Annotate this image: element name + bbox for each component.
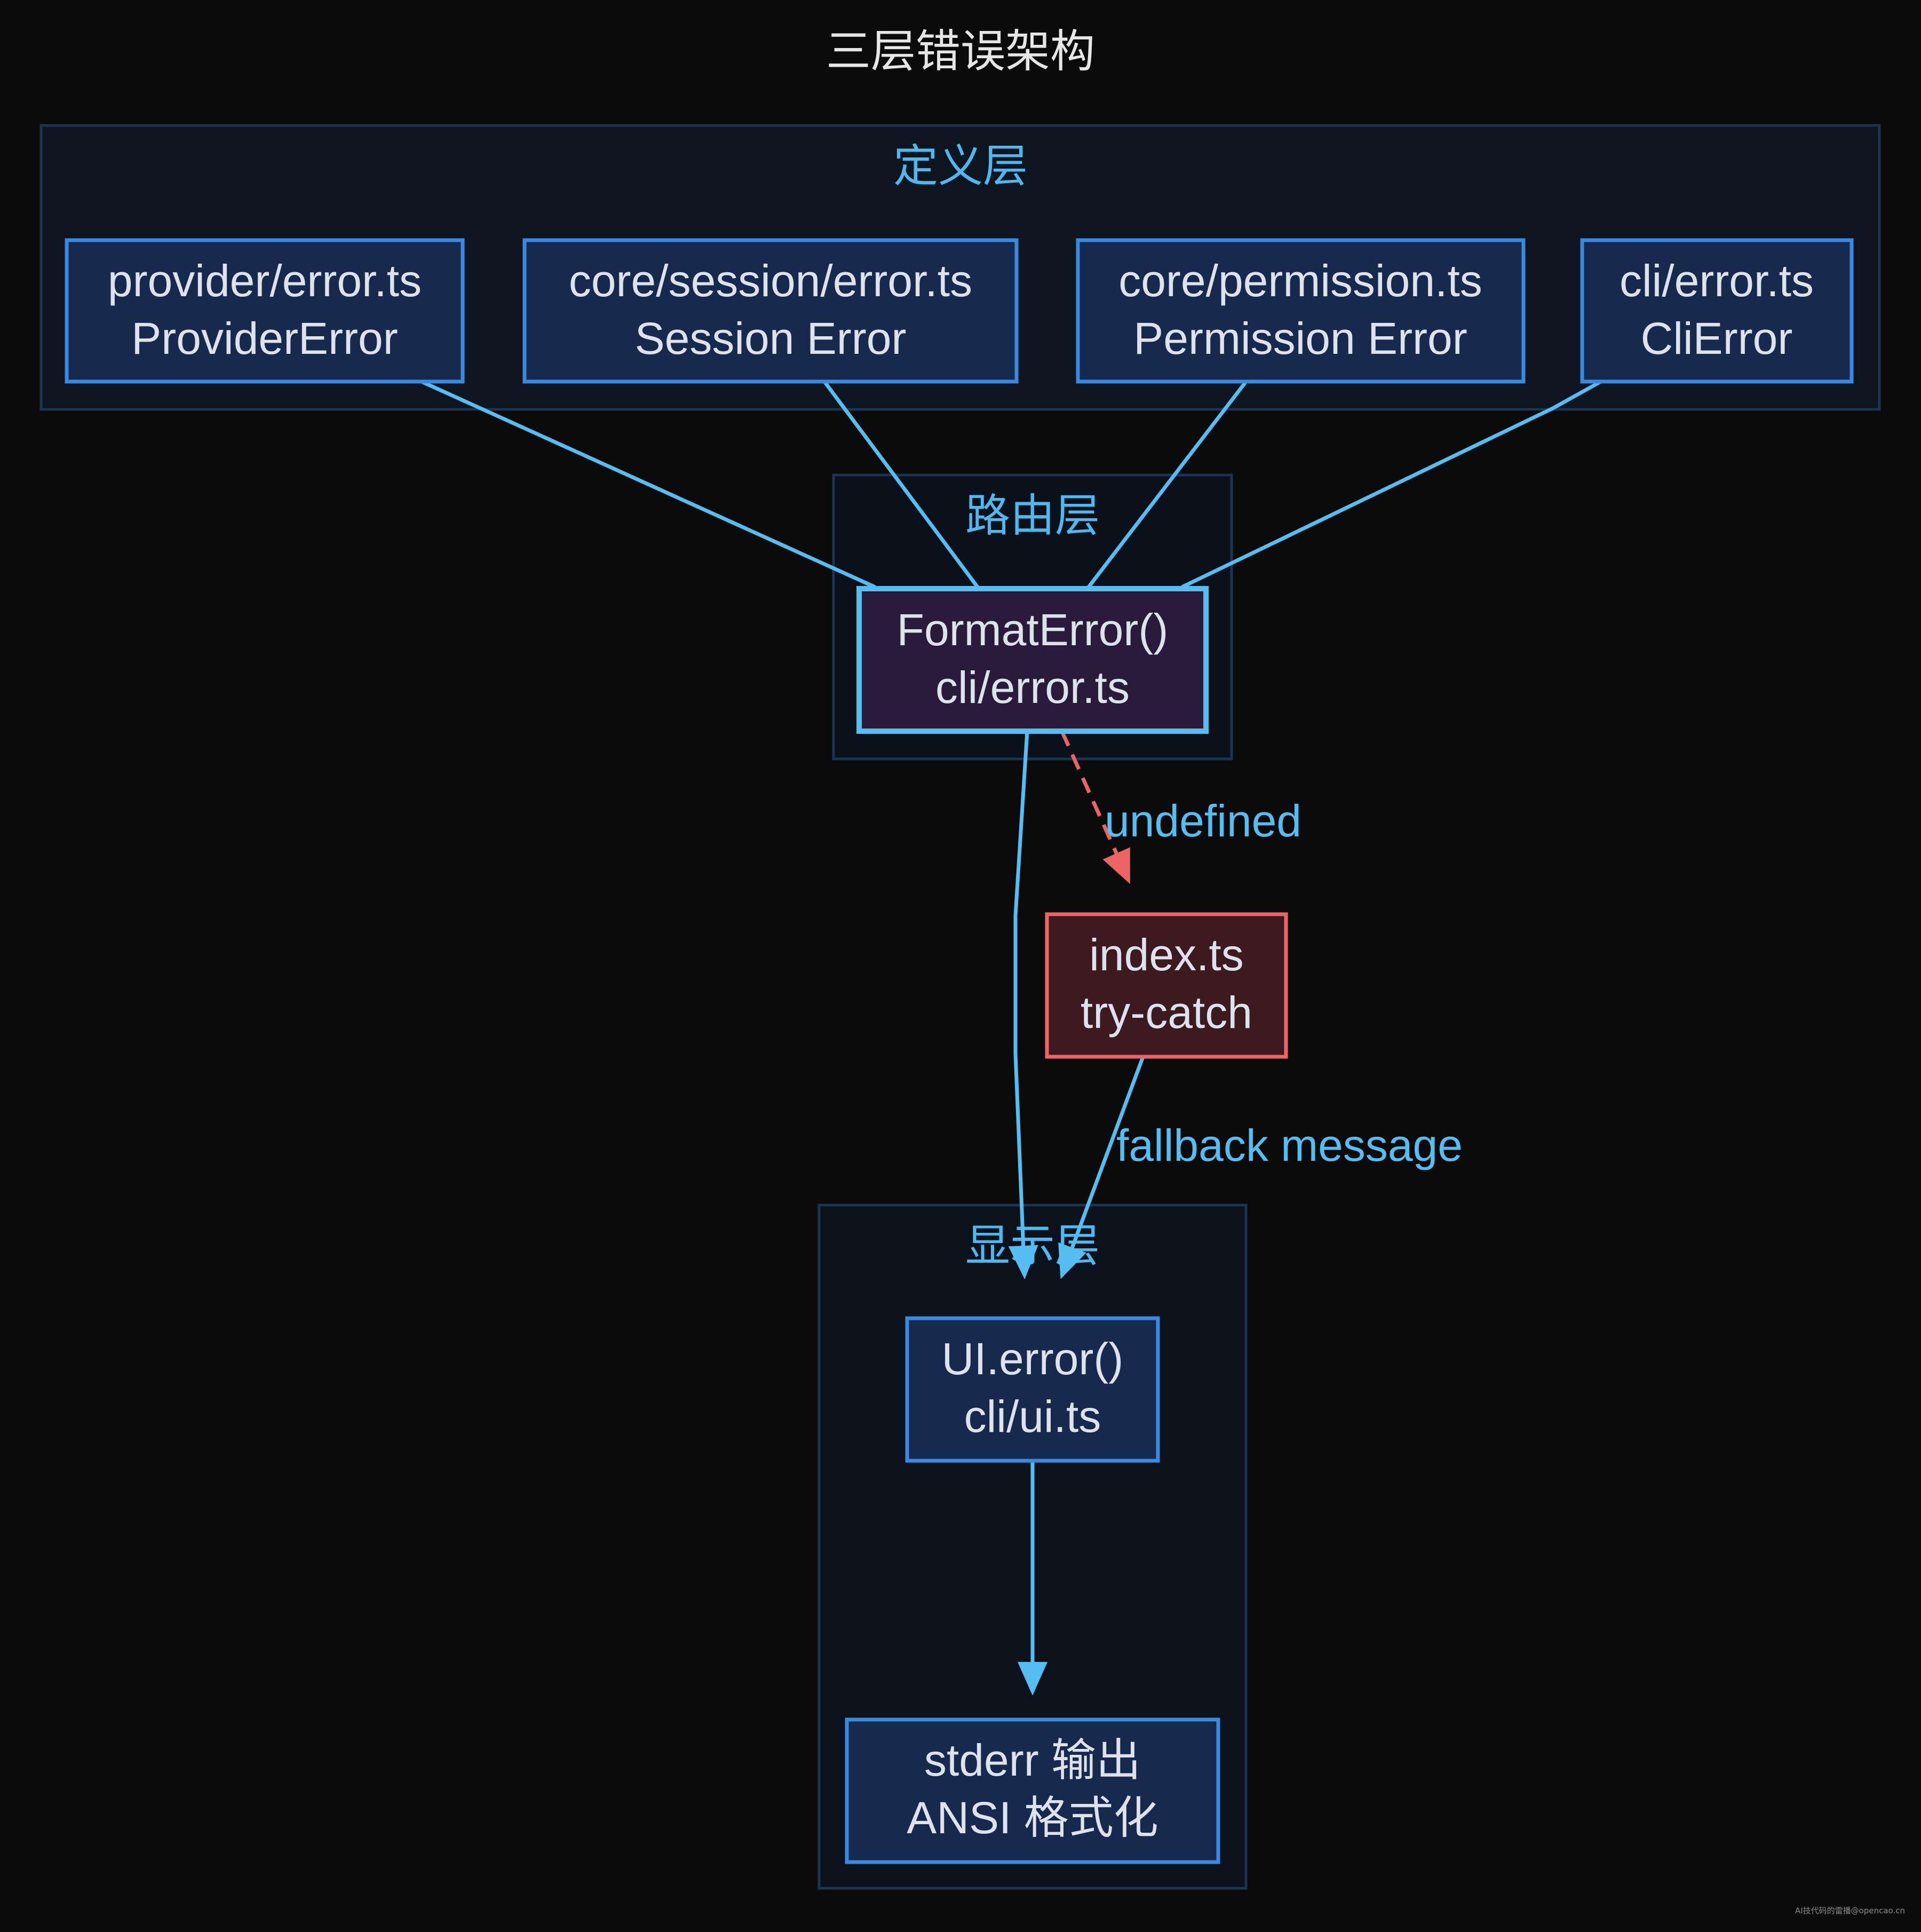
edge-label-undefined: undefined: [1105, 796, 1301, 846]
node-permission-error-line2: Permission Error: [1133, 313, 1467, 363]
node-format-error-line2: cli/error.ts: [935, 662, 1130, 712]
node-provider-error-line2: ProviderError: [131, 313, 398, 363]
node-index-catch[interactable]: index.ts try-catch: [1045, 912, 1288, 1059]
node-permission-error-line1: core/permission.ts: [1118, 256, 1482, 306]
node-permission-error-box: [1076, 238, 1526, 384]
node-ui-error-box: [905, 1316, 1160, 1463]
edge-permission-to-format: [1087, 380, 1248, 589]
watermark: AI技代码的雷播@opencao.cn: [1795, 1906, 1905, 1915]
node-cli-error-box: [1580, 238, 1854, 384]
node-cli-error-line2: CliError: [1641, 313, 1793, 363]
node-session-error[interactable]: core/session/error.ts Session Error: [522, 238, 1019, 384]
node-ui-error[interactable]: UI.error() cli/ui.ts: [905, 1316, 1160, 1463]
edge-index-to-ui-fallback: [1058, 1056, 1145, 1279]
edge-provider-to-format: [420, 379, 876, 589]
node-provider-error-line1: provider/error.ts: [108, 256, 422, 306]
edge-label-fallback: fallback message: [1116, 1120, 1463, 1170]
edge-format-to-index-undefined: [1060, 730, 1131, 884]
edges: [420, 379, 1602, 1696]
node-format-error-line1: FormatError(): [897, 605, 1169, 655]
node-format-error-box: [856, 586, 1209, 734]
cluster-definition-label: 定义层: [893, 140, 1028, 192]
edge-format-to-ui: [1008, 731, 1038, 1279]
node-session-error-line1: core/session/error.ts: [569, 256, 972, 306]
node-cli-error[interactable]: cli/error.ts CliError: [1580, 238, 1854, 384]
node-provider-error-box: [65, 238, 465, 384]
node-session-error-box: [522, 238, 1019, 384]
diagram-title: 三层错误架构: [826, 25, 1095, 77]
node-provider-error[interactable]: provider/error.ts ProviderError: [65, 238, 465, 384]
node-permission-error[interactable]: core/permission.ts Permission Error: [1076, 238, 1526, 384]
node-index-catch-line1: index.ts: [1089, 930, 1244, 980]
node-index-catch-line2: try-catch: [1081, 987, 1252, 1038]
node-cli-error-line1: cli/error.ts: [1620, 256, 1814, 306]
node-stderr-output-box: [845, 1717, 1220, 1864]
node-index-catch-box: [1045, 912, 1288, 1059]
edge-session-to-format: [823, 380, 979, 589]
node-ui-error-line1: UI.error(): [942, 1334, 1124, 1384]
node-session-error-line2: Session Error: [635, 313, 907, 363]
node-ui-error-line2: cli/ui.ts: [964, 1391, 1101, 1442]
cluster-routing-label: 路由层: [965, 489, 1100, 542]
node-stderr-output[interactable]: stderr 输出 ANSI 格式化: [845, 1717, 1220, 1864]
node-stderr-output-line2: ANSI 格式化: [907, 1793, 1158, 1843]
node-stderr-output-line1: stderr 输出: [924, 1735, 1141, 1785]
edge-clierror-to-format: [1181, 379, 1602, 589]
node-format-error[interactable]: FormatError() cli/error.ts: [856, 586, 1209, 734]
